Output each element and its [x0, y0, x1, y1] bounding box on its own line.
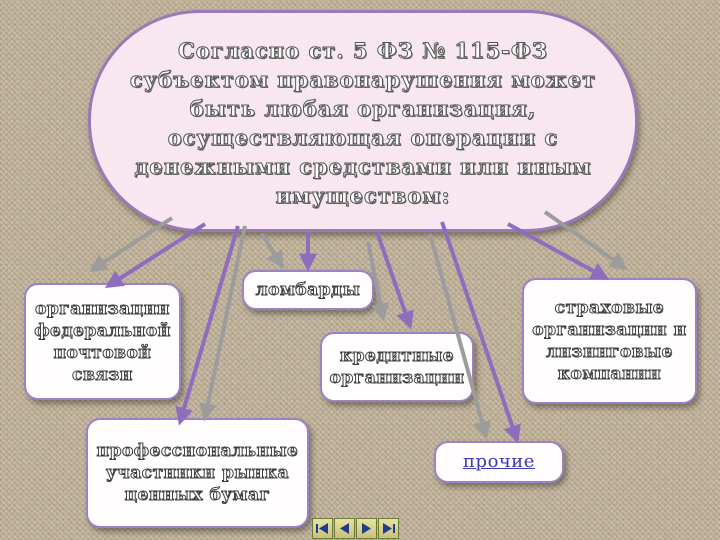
box-pawnshops: ломбарды: [242, 270, 374, 310]
box-postal-label: организации федеральной почтовой связи: [34, 298, 171, 385]
box-credit: кредитные организации: [320, 332, 474, 402]
box-securities: профессиональные участники рынка ценных …: [86, 418, 309, 528]
previous-slide-icon[interactable]: [334, 518, 355, 539]
box-pawnshops-label: ломбарды: [255, 280, 361, 301]
arrow-insurance: [507, 222, 610, 280]
arrow-credit: [375, 231, 414, 330]
arrow-other: [440, 221, 521, 444]
last-slide-icon[interactable]: [378, 518, 399, 539]
arrow-gray-pawnshops: [260, 232, 284, 270]
box-insurance-label: страховые организации и лизинговые компа…: [532, 298, 687, 385]
box-other[interactable]: прочие: [434, 441, 564, 483]
box-postal: организации федеральной почтовой связи: [24, 283, 181, 400]
box-insurance: страховые организации и лизинговые компа…: [522, 278, 697, 404]
arrow-securities: [175, 225, 240, 426]
first-slide-icon[interactable]: [312, 518, 333, 539]
arrow-postal: [104, 222, 207, 288]
arrow-gray-securities: [199, 225, 247, 422]
statement-bubble: Согласно ст. 5 ФЗ № 115-ФЗ субъектом пра…: [88, 10, 638, 232]
slide-navigation: [312, 518, 399, 540]
statement-text: Согласно ст. 5 ФЗ № 115-ФЗ субъектом пра…: [129, 38, 597, 209]
box-credit-label: кредитные организации: [329, 346, 465, 389]
next-slide-icon[interactable]: [356, 518, 377, 539]
box-other-link[interactable]: прочие: [463, 451, 535, 472]
arrow-gray-left: [88, 216, 174, 272]
box-securities-label: профессиональные участники рынка ценных …: [96, 441, 299, 506]
